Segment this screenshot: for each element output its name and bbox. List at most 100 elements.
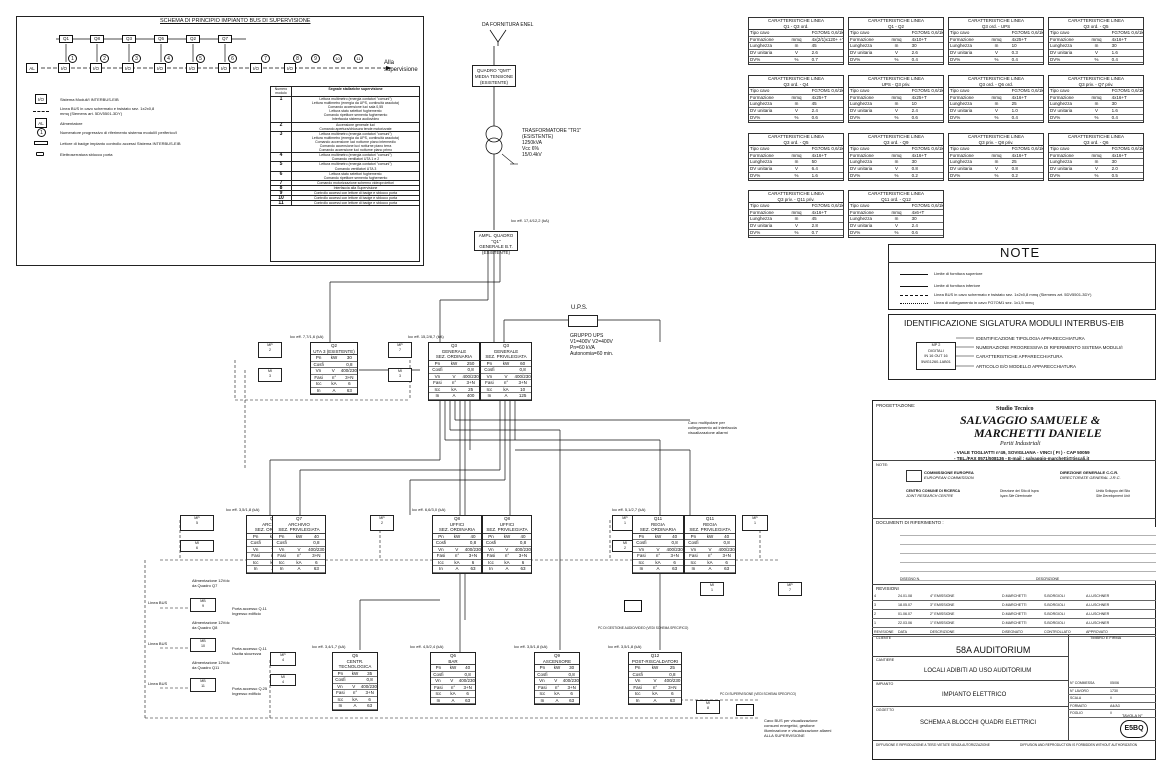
panel-cell: Vn <box>434 373 441 379</box>
io-module-5: I/O <box>186 63 198 73</box>
num-8: 8 <box>293 54 302 63</box>
line-table-cell: 45 <box>811 101 817 107</box>
module-table-num: 10 <box>271 196 292 201</box>
line-table-title-line: CARATTERISTICHE LINEA <box>968 76 1024 81</box>
line-table-cell: FG7OM1 0,6/1kV <box>811 146 843 152</box>
porta-1a: Porta accesso Q.11 <box>232 606 267 611</box>
module-table-num: 5 <box>271 162 292 171</box>
module-table-signals: Lettura multimetro (energia contatori "c… <box>292 153 419 161</box>
tb-disegno: DISEGNO N. <box>900 577 920 581</box>
line-table-cell: Lunghezza <box>1050 101 1073 107</box>
line-table-cell: V <box>794 222 798 228</box>
line-table-cell: 30 <box>1111 101 1117 107</box>
panel-cell: 400/230 <box>360 683 377 689</box>
line-table-cell: Formazione <box>750 209 774 215</box>
module-table-signals: Comando motorizzazione schermo videoproi… <box>292 181 419 185</box>
panel-name-line: SEZ. ORDINARIA <box>438 527 476 532</box>
panel-cell: Pn <box>638 533 645 539</box>
revision-cell: S.BORGIOLI <box>1044 603 1065 607</box>
ident-sample-2: DIGITALI <box>928 348 944 353</box>
porta-2a: Porta accesso Q.11 <box>232 646 267 651</box>
line-table-title-line: Q3 priv. - Q7 priv. <box>1078 81 1114 87</box>
line-table-cell: 1.6 <box>1111 49 1118 55</box>
line-table-cell: 4x6+T <box>911 209 925 215</box>
line-table-cell: 25 <box>1011 101 1017 107</box>
tb-jrc-2: JOINT RESEARCH CENTRE <box>906 494 954 498</box>
line-table-title-line: CARATTERISTICHE LINEA <box>868 76 924 81</box>
line-table-cell: Lunghezza <box>950 43 973 49</box>
panel-cell <box>290 540 307 546</box>
panel-cell: kW <box>450 360 458 366</box>
panel-cell: Cosfi <box>537 671 548 677</box>
line-table-row: DV%%0.2 <box>949 173 1043 180</box>
panel-cell: In <box>439 566 443 571</box>
panel-cell: n° <box>454 553 460 558</box>
legend-badge-icon <box>34 141 48 145</box>
cavo-mult-3: visualizzazione allarmi <box>688 430 728 435</box>
panel-cell: Pn <box>278 533 285 539</box>
panel-icc: Icc eff. 3,4/1,7 (kA) <box>312 644 346 649</box>
panel-cell: kW <box>295 533 303 539</box>
num-5: 5 <box>196 54 205 63</box>
panel-cell: kA <box>652 691 658 696</box>
panel-cell: Icc <box>337 696 344 702</box>
ident-sample-4: 5WG1260-1AB01 <box>921 359 951 364</box>
module-table-signal: Comando accensione luci notturne piano p… <box>318 148 393 153</box>
panel-cell: Vn <box>690 546 697 552</box>
tb-divider-2 <box>872 518 1156 519</box>
panel-cell: n° <box>331 374 337 380</box>
tb-dir-2: Ispra Site Directorate <box>1000 494 1032 498</box>
panel-cell: 40 <box>672 533 678 539</box>
module-table-signal: Lettura multimetro (energia contatori "c… <box>319 97 392 101</box>
linea-bus-2: Linea BUS <box>148 641 168 646</box>
line-table-cell: % <box>1094 172 1099 178</box>
num-9: 9 <box>311 54 320 63</box>
tb-footer-left: DIFFUSIONE E RIPRODUZIONE A TERZI VIETAT… <box>876 743 990 747</box>
line-table-title-line: CARATTERISTICHE LINEA <box>968 18 1024 23</box>
tb-divider-6 <box>872 680 1068 681</box>
alla-label: Alla <box>384 60 395 66</box>
tb-cliente: CLIENTE <box>876 636 892 640</box>
info-value: 05/06 <box>1110 681 1119 685</box>
panel-cell: 40 <box>724 533 730 539</box>
panel-cell: 400 <box>466 393 475 398</box>
line-table-cell: FG7OM1 0,6/1kV <box>1111 30 1143 36</box>
panel-cell: Fasi <box>314 374 323 380</box>
line-table-cell: DV unitaria <box>750 222 773 228</box>
panel-cell: 63 <box>367 703 373 708</box>
note-line-bus-icon <box>900 295 928 296</box>
panel-cell: 63 <box>672 566 678 571</box>
tb-divider-1 <box>872 460 1156 461</box>
panel-cell: 63 <box>313 566 319 571</box>
